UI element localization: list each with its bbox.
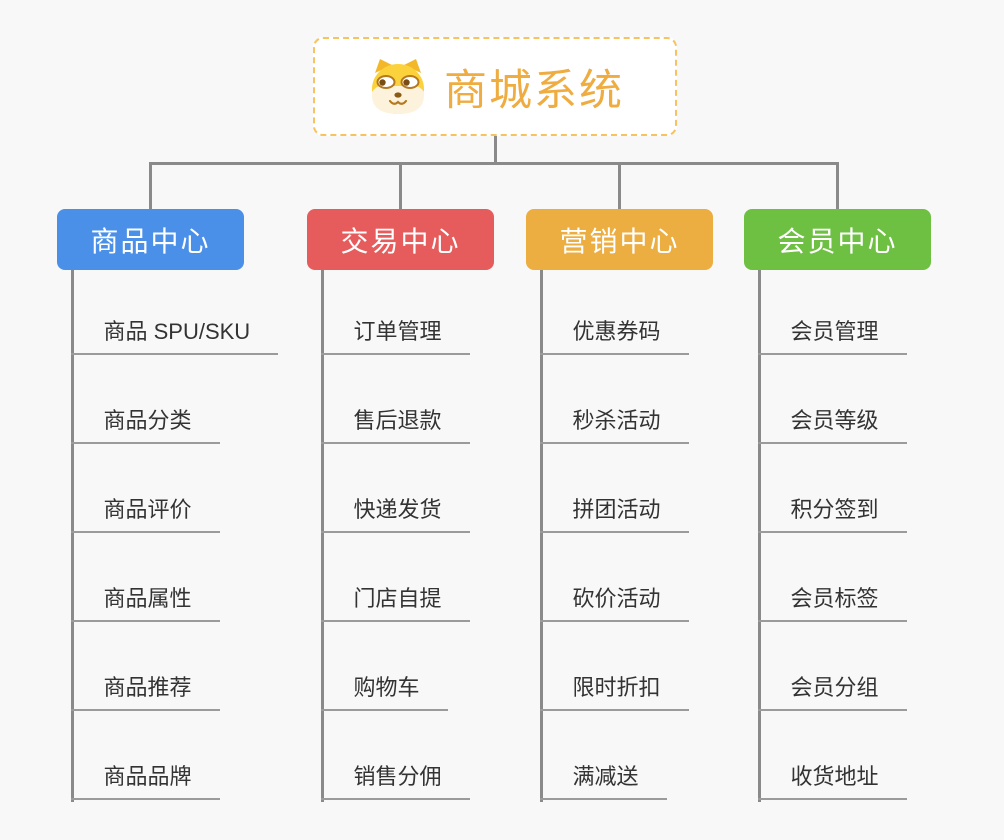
leaf-item[interactable]: 积分签到 bbox=[757, 496, 907, 533]
leaf-item[interactable]: 商品 SPU/SKU bbox=[70, 318, 279, 355]
branch-node[interactable]: 营销中心 bbox=[526, 209, 713, 270]
branch-drop-line bbox=[618, 162, 621, 209]
leaf-item[interactable]: 收货地址 bbox=[757, 763, 907, 800]
root-title: 商城系统 bbox=[444, 66, 624, 115]
branch-drop-line bbox=[149, 162, 152, 209]
leaf-item[interactable]: 秒杀活动 bbox=[539, 407, 689, 444]
leaf-item[interactable]: 会员管理 bbox=[757, 318, 907, 355]
branch-trunk-line bbox=[70, 270, 74, 802]
leaf-item[interactable]: 门店自提 bbox=[320, 585, 470, 622]
leaf-item[interactable]: 拼团活动 bbox=[539, 496, 689, 533]
leaf-item[interactable]: 商品属性 bbox=[70, 585, 220, 622]
branch-node[interactable]: 商品中心 bbox=[57, 209, 244, 270]
branch-drop-line bbox=[399, 162, 402, 209]
leaf-item[interactable]: 订单管理 bbox=[320, 318, 470, 355]
leaf-item[interactable]: 会员等级 bbox=[757, 407, 907, 444]
branch-bus-line bbox=[149, 162, 839, 165]
root-node[interactable]: 商城系统 bbox=[313, 37, 677, 136]
leaf-item[interactable]: 会员分组 bbox=[757, 674, 907, 711]
leaf-item[interactable]: 优惠券码 bbox=[539, 318, 689, 355]
branch-node[interactable]: 会员中心 bbox=[744, 209, 931, 270]
branch-trunk-line bbox=[320, 270, 324, 802]
leaf-item[interactable]: 购物车 bbox=[320, 674, 448, 711]
leaf-item[interactable]: 商品评价 bbox=[70, 496, 220, 533]
leaf-item[interactable]: 商品分类 bbox=[70, 407, 220, 444]
branch-label: 商品中心 bbox=[90, 225, 211, 257]
leaf-item[interactable]: 商品品牌 bbox=[70, 763, 220, 800]
branch-trunk-line bbox=[757, 270, 761, 802]
branch-label: 交易中心 bbox=[340, 225, 461, 257]
branch-node[interactable]: 交易中心 bbox=[307, 209, 494, 270]
leaf-item[interactable]: 快递发货 bbox=[320, 496, 470, 533]
root-stem-line bbox=[493, 136, 497, 162]
leaf-item[interactable]: 砍价活动 bbox=[539, 585, 689, 622]
branch-drop-line bbox=[836, 162, 839, 209]
leaf-item[interactable]: 限时折扣 bbox=[539, 674, 689, 711]
branch-label: 营销中心 bbox=[559, 225, 680, 257]
branch-label: 会员中心 bbox=[777, 225, 898, 257]
leaf-item[interactable]: 满减送 bbox=[539, 763, 667, 800]
leaf-item[interactable]: 售后退款 bbox=[320, 407, 470, 444]
leaf-item[interactable]: 销售分佣 bbox=[320, 763, 470, 800]
shiba-dog-icon bbox=[366, 58, 430, 115]
leaf-item[interactable]: 会员标签 bbox=[757, 585, 907, 622]
leaf-item[interactable]: 商品推荐 bbox=[70, 674, 220, 711]
branch-trunk-line bbox=[539, 270, 543, 802]
